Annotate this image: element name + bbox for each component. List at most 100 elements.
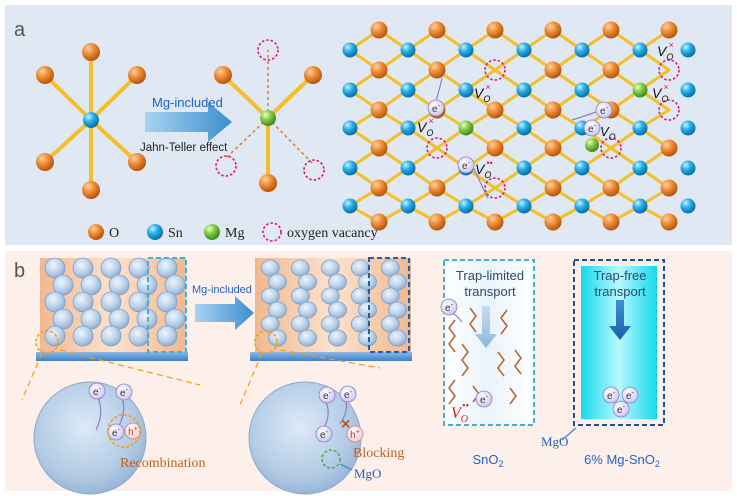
- lattice-sn-atom: [458, 198, 474, 214]
- mgo-label-box: MgO: [541, 434, 568, 449]
- lattice-sn-atom: [516, 120, 532, 136]
- lattice-o-atom: [544, 61, 562, 79]
- nanoparticle: [380, 259, 400, 277]
- grain-recombination: e- e- e- h+: [33, 381, 147, 495]
- nanoparticle: [380, 315, 400, 333]
- nanoparticle: [358, 301, 377, 319]
- electron-2: [457, 156, 475, 174]
- lattice-o-atom: [428, 179, 446, 197]
- mg-included-arrow-b: [195, 296, 254, 330]
- lattice-sn-atom: [574, 42, 590, 58]
- legend-sn-label: Sn: [168, 226, 183, 241]
- lattice-sn-atom: [680, 42, 696, 58]
- trap-free-label-1: Trap-free: [594, 268, 647, 283]
- lattice-sn-atom: [400, 82, 416, 98]
- nanoparticle: [320, 259, 340, 277]
- nanoparticle: [128, 325, 150, 347]
- nanoparticle: [52, 308, 74, 330]
- nanoparticle: [358, 273, 377, 291]
- svg-text:e-: e-: [600, 105, 609, 117]
- lattice-o-atom: [428, 213, 446, 231]
- legend-vacancy-marker: [262, 222, 282, 242]
- lattice-o-atom: [660, 139, 678, 157]
- svg-text:e-: e-: [588, 123, 597, 135]
- lattice-sn-atom: [458, 42, 474, 58]
- legend-sn-marker: [147, 224, 163, 240]
- lattice-sn-atom: [516, 42, 532, 58]
- lattice-sn-atom: [680, 82, 696, 98]
- legend-o-marker: [88, 224, 104, 240]
- lattice-o-atom: [660, 21, 678, 39]
- nanoparticle: [72, 325, 94, 347]
- lattice-mg-atom: [585, 138, 599, 152]
- lattice-o-atom: [660, 213, 678, 231]
- lattice-o-atom: [370, 139, 388, 157]
- panel-a-background: [5, 5, 732, 245]
- nanoparticle: [290, 287, 310, 305]
- nanoparticle: [44, 325, 66, 347]
- lattice-sn-atom: [632, 42, 648, 58]
- lattice-sn-atom: [680, 120, 696, 136]
- lattice-o-atom: [370, 179, 388, 197]
- nanoparticle: [100, 257, 122, 279]
- blocking-label: Blocking: [353, 446, 404, 461]
- svg-text:e-: e-: [320, 429, 329, 441]
- lattice-o-atom: [370, 213, 388, 231]
- svg-text:e-: e-: [112, 427, 121, 439]
- jahn-teller-label: Jahn-Teller effect: [140, 142, 228, 154]
- lattice-o-atom: [544, 213, 562, 231]
- nanoparticle: [100, 325, 122, 347]
- film-mg-doped: [239, 257, 412, 406]
- lattice-sn-atom: [400, 42, 416, 58]
- lattice-vacancy: [658, 59, 680, 81]
- mgo-label-grain: MgO: [354, 466, 381, 481]
- trap-free-label-2: transport: [594, 284, 646, 299]
- legend-vacancy-label: oxygen vacancy: [287, 226, 378, 241]
- lattice-vacancy: [484, 177, 506, 199]
- lattice-vacancy: [426, 137, 448, 159]
- lattice-o-atom: [602, 179, 620, 197]
- svg-text:e-: e-: [462, 160, 471, 172]
- nanoparticle: [156, 325, 178, 347]
- electron-1: [427, 99, 445, 117]
- panel-a-label: a: [14, 19, 26, 41]
- svg-text:e-: e-: [432, 103, 441, 115]
- lattice-vacancy: [484, 59, 506, 81]
- lattice-o-atom: [544, 139, 562, 157]
- lattice-o-atom: [544, 21, 562, 39]
- lattice-o-atom: [370, 21, 388, 39]
- lattice-sn-atom: [342, 198, 358, 214]
- nanoparticle: [290, 315, 310, 333]
- vacancy-label-1: VO×: [657, 40, 674, 62]
- mg-octahedron: [214, 39, 325, 192]
- lattice-o-atom: [544, 179, 562, 197]
- trap-limited-label-2: transport: [464, 284, 516, 299]
- lattice-o-atom: [486, 213, 504, 231]
- blocked-mark: ×: [341, 416, 350, 433]
- lattice-sn-atom: [458, 82, 474, 98]
- nanoparticle: [328, 329, 347, 347]
- nanoparticle: [80, 274, 102, 296]
- nanoparticle: [298, 329, 317, 347]
- sno2-label: SnO2: [472, 452, 503, 469]
- film-undoped: [21, 257, 201, 401]
- svg-text:e-: e-: [617, 404, 626, 416]
- svg-text:e-: e-: [626, 390, 635, 402]
- nanoparticle: [298, 301, 317, 319]
- lattice-sn-atom: [574, 160, 590, 176]
- svg-text:e-: e-: [120, 387, 129, 399]
- vacancy-label-trap: VO••: [451, 401, 470, 425]
- lattice-sn-atom: [680, 198, 696, 214]
- lattice-o-atom: [428, 21, 446, 39]
- lattice-sn-atom: [342, 160, 358, 176]
- grain-blocking: e- e- e- h+ ×: [248, 381, 364, 495]
- highlight-column-doped: [368, 257, 410, 353]
- highlight-column-undoped: [147, 257, 187, 353]
- lattice-o-atom: [602, 61, 620, 79]
- svg-text:h+: h+: [128, 426, 138, 438]
- nanoparticle: [268, 273, 287, 291]
- lattice-sn-atom: [342, 42, 358, 58]
- lattice-vacancy: [658, 99, 680, 121]
- lattice-o-atom: [660, 179, 678, 197]
